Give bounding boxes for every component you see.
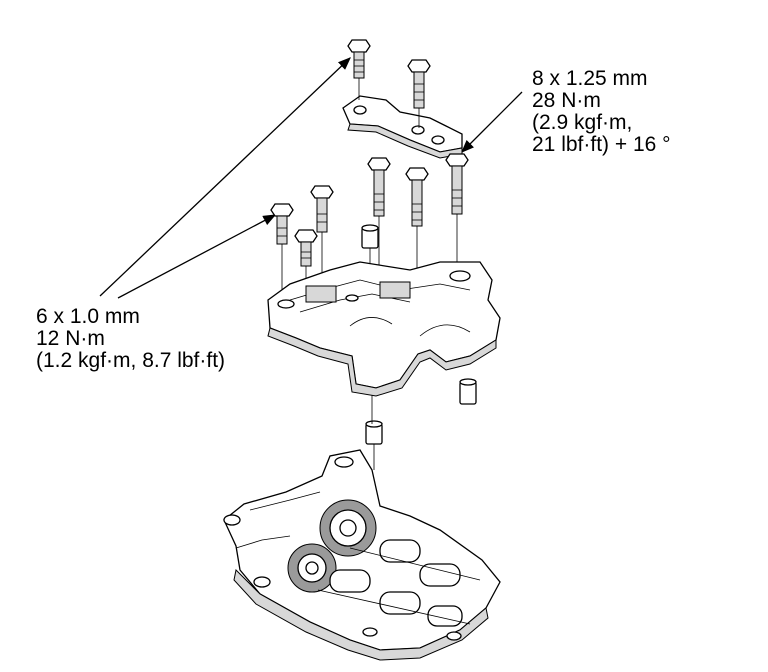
torque-spec-8mm-bolt: 8 x 1.25 mm 28 N·m (2.9 kgf·m, 21 lbf·ft… <box>532 68 671 156</box>
bolt-center-long-1 <box>367 157 391 217</box>
torque-lbfft-angle-label: 21 lbf·ft) + 16 ° <box>532 133 671 156</box>
balancer-shaft-assembly <box>223 449 501 661</box>
torque-kgfm-label: (2.9 kgf·m, <box>532 111 633 134</box>
bolt-size-label: 8 x 1.25 mm <box>532 67 648 90</box>
leader-line-right-bolt <box>461 91 523 153</box>
bolt-top-small <box>347 39 371 79</box>
bolt-left-small-1 <box>270 203 294 245</box>
bolt-center-long-2 <box>405 167 429 227</box>
bolt-size-label: 6 x 1.0 mm <box>36 305 140 328</box>
torque-kgfm-lbfft-label: (1.2 kgf·m, 8.7 lbf·ft) <box>36 349 226 372</box>
leader-lines <box>99 57 523 299</box>
dowel-pin-right <box>459 378 477 405</box>
camshaft-cap-housing <box>267 261 501 397</box>
bolt-bracket-center <box>407 59 431 109</box>
bolt-left-medium <box>310 185 334 233</box>
dowel-pin-upper <box>361 224 379 249</box>
torque-nm-label: 28 N·m <box>532 89 601 112</box>
leader-line-left-bolt <box>117 214 277 299</box>
torque-nm-label: 12 N·m <box>36 327 105 350</box>
leader-line-top-bolt <box>99 57 351 297</box>
torque-spec-6mm-bolt: 6 x 1.0 mm 12 N·m (1.2 kgf·m, 8.7 lbf·ft… <box>36 306 225 372</box>
bolt-left-small-2 <box>294 229 318 267</box>
dowel-pin-lower <box>365 420 383 445</box>
bracket-plate <box>342 95 463 159</box>
bolt-right-long <box>445 153 469 215</box>
